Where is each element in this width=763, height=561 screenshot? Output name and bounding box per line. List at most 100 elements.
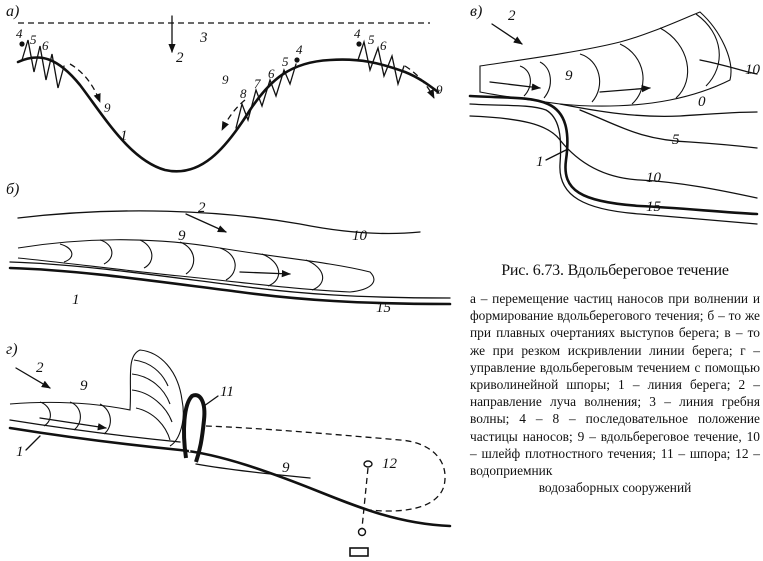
label: 3	[199, 30, 208, 46]
wave-crest	[219, 247, 236, 281]
current-arrow	[221, 99, 246, 131]
plume-lower-edge	[195, 463, 311, 479]
particle-dot	[19, 41, 25, 47]
shoreline-g	[8, 426, 452, 528]
label: 9	[104, 100, 111, 115]
label: 4	[296, 42, 303, 57]
label: 2	[198, 200, 206, 216]
shoreline-g-inner	[9, 419, 181, 443]
label: 10	[352, 228, 368, 244]
label: 6	[268, 66, 275, 81]
label: 5	[282, 54, 289, 69]
isobath	[699, 59, 758, 75]
panel-a-letter: а)	[6, 3, 19, 20]
wave-crest	[135, 407, 171, 441]
wave-crest	[39, 401, 51, 427]
isobath	[469, 115, 758, 199]
isobath	[469, 103, 758, 225]
leader-line	[203, 395, 219, 407]
panel-b: б) 2 10 9 1 15	[6, 181, 452, 316]
label: 1	[536, 154, 544, 170]
panel-g-letter: г)	[6, 341, 18, 358]
current-arrow	[404, 65, 435, 99]
wave-crest	[305, 259, 324, 291]
label: 8	[240, 86, 247, 101]
label: 15	[376, 300, 392, 316]
shoreline-a	[16, 56, 440, 173]
current-arrow	[69, 63, 101, 103]
wave-crest	[695, 13, 720, 87]
wave-crest	[519, 65, 531, 97]
label: 5	[672, 132, 680, 148]
spur	[182, 393, 207, 463]
label: 12	[382, 456, 398, 472]
panel-b-letter: б)	[6, 181, 19, 198]
plume-dashed-outline	[205, 425, 446, 512]
label: 1	[72, 292, 80, 308]
label: 9	[178, 228, 186, 244]
current-arrow	[489, 81, 541, 91]
plume-outline	[17, 239, 375, 293]
label: 0	[698, 94, 706, 110]
caption-body: а – перемещение частиц наносов при волне…	[470, 291, 760, 479]
label: 6	[42, 38, 49, 53]
wave-crest	[131, 373, 171, 405]
label: 2	[176, 50, 184, 66]
panel-g: г) 2 11 9 12 9 1	[6, 341, 452, 557]
isobath	[579, 109, 758, 149]
wave-crest	[133, 359, 169, 387]
wave-crest	[539, 61, 551, 99]
label: 1	[16, 444, 24, 460]
label: 7	[254, 76, 261, 91]
label: 9	[222, 72, 229, 87]
current-arrow	[599, 85, 651, 93]
intake-head	[363, 460, 373, 468]
wave-crest	[131, 389, 173, 423]
label: 2	[36, 360, 44, 376]
wave-ray-arrow	[15, 367, 51, 389]
plume-outline	[9, 349, 184, 447]
particle-path-right	[357, 39, 405, 87]
label: 4	[354, 26, 361, 41]
shoreline-b	[8, 266, 452, 306]
intake-pipe	[361, 467, 369, 529]
wave-crest	[579, 53, 601, 103]
particle-dot	[294, 57, 300, 63]
caption-tail: водозаборных сооружений	[538, 480, 692, 496]
label: 9	[282, 460, 290, 476]
label: 5	[30, 32, 37, 47]
wave-ray-arrow	[185, 213, 227, 233]
label: 15	[646, 199, 662, 215]
current-arrow	[239, 270, 291, 278]
label: 11	[220, 384, 234, 400]
label: 10	[745, 62, 761, 78]
wave-crest	[99, 239, 113, 265]
wave-crest	[69, 401, 81, 431]
intake-well	[357, 527, 367, 537]
figure-caption: Рис. 6.73. Вдольбереговое течение а – пе…	[470, 262, 760, 496]
wave-crest	[139, 239, 153, 269]
particle-path-middle	[235, 63, 297, 129]
panel-v-letter: в)	[470, 3, 482, 20]
label: 5	[368, 32, 375, 47]
label: 9	[565, 68, 573, 84]
label: 9	[436, 82, 443, 97]
wave-crest	[619, 43, 644, 105]
isoline-10	[17, 210, 421, 235]
label: 2	[508, 8, 516, 24]
particle-dot	[356, 41, 362, 47]
isobath	[559, 103, 758, 118]
wave-crest	[99, 403, 111, 435]
leader-line	[25, 435, 41, 451]
shoreline-b-inner	[9, 261, 451, 299]
wave-crest	[179, 241, 195, 275]
current-arrow	[39, 417, 107, 431]
label: 1	[120, 128, 128, 144]
pump-station	[349, 547, 369, 557]
label: 6	[380, 38, 387, 53]
caption-title: Рис. 6.73. Вдольбереговое течение	[501, 262, 729, 279]
wave-crest	[59, 243, 73, 263]
leader-line	[545, 149, 567, 161]
label: 9	[80, 378, 88, 394]
